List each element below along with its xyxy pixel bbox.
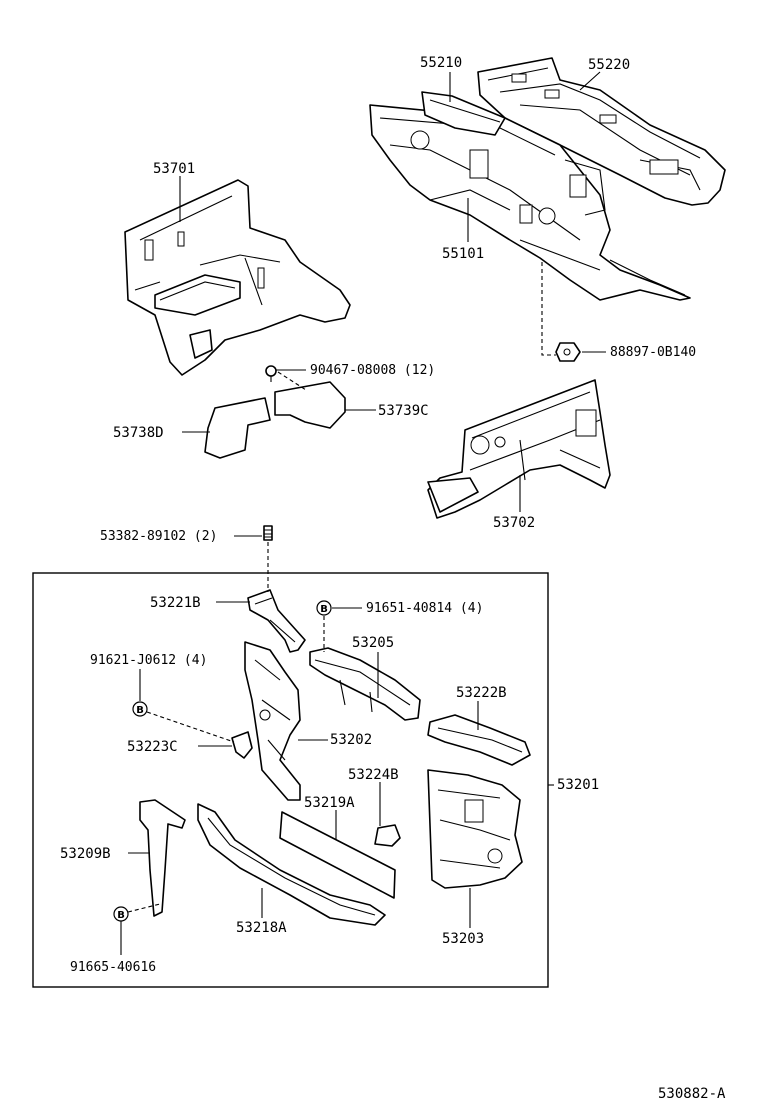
part-53218a-lower-brace[interactable] [197,803,386,926]
label-90467-08008[interactable]: 90467-08008 (12) [310,363,435,378]
bolt-marker-91665-icon: B [113,906,129,922]
label-53221b[interactable]: 53221B [150,595,201,611]
part-53205-support[interactable] [309,647,421,721]
label-53701[interactable]: 53701 [153,161,195,177]
label-55101[interactable]: 55101 [442,246,484,262]
label-53222b[interactable]: 53222B [456,685,507,701]
svg-text:B: B [136,705,144,716]
part-53203-side-panel[interactable] [427,769,523,889]
part-53738d-insulator[interactable] [204,397,271,459]
label-53223c[interactable]: 53223C [127,739,178,755]
label-53202[interactable]: 53202 [330,732,372,748]
label-91621-j0612[interactable]: 91621-J0612 (4) [90,653,207,668]
nut-88897-icon [555,342,581,362]
svg-text:B: B [117,910,125,921]
part-53701-front-apron-lh[interactable] [124,179,351,376]
label-55220[interactable]: 55220 [588,57,630,73]
label-53218a[interactable]: 53218A [236,920,287,936]
part-53222b-brace[interactable] [427,714,531,766]
bolt-marker-91621-icon: B [132,701,148,717]
svg-text:B: B [320,604,328,615]
label-88897-0b140[interactable]: 88897-0B140 [610,345,696,360]
clip-90467-icon [265,365,277,382]
part-53224b-bracket[interactable] [374,824,401,847]
part-53202-side-panel[interactable] [244,641,301,801]
label-53382-89102[interactable]: 53382-89102 (2) [100,529,217,544]
label-53219a[interactable]: 53219A [304,795,355,811]
part-labels: 55210 55220 53701 55101 88897-0B140 9046… [60,55,696,975]
bolt-marker-91651-icon: B [316,600,332,616]
label-53205[interactable]: 53205 [352,635,394,651]
label-55210[interactable]: 55210 [420,55,462,71]
part-53223c-bracket[interactable] [231,731,253,759]
label-53739c[interactable]: 53739C [378,403,429,419]
part-53702-front-apron-rh[interactable] [427,379,611,519]
part-55101-dash-panel[interactable] [369,91,691,301]
leader-lines [120,71,606,955]
stud-53382-icon [263,525,273,541]
assembly-box-53201 [32,572,549,988]
part-53221b-bracket[interactable] [247,589,306,653]
part-53739c-insulator[interactable] [274,381,346,429]
part-53219a-seal[interactable] [279,811,396,899]
label-53209b[interactable]: 53209B [60,846,111,862]
part-55220-cowl-panel[interactable] [477,57,726,206]
label-53201[interactable]: 53201 [557,777,599,793]
dashed-guide-lines [127,262,556,913]
label-53224b[interactable]: 53224B [348,767,399,783]
label-53738d[interactable]: 53738D [113,425,164,441]
label-53203[interactable]: 53203 [442,931,484,947]
label-91665-40616[interactable]: 91665-40616 [70,960,156,975]
label-53702[interactable]: 53702 [493,515,535,531]
label-91651-40814[interactable]: 91651-40814 (4) [366,601,483,616]
part-53209b-stay[interactable] [139,799,186,917]
figure-code: 530882-A [658,1086,726,1102]
